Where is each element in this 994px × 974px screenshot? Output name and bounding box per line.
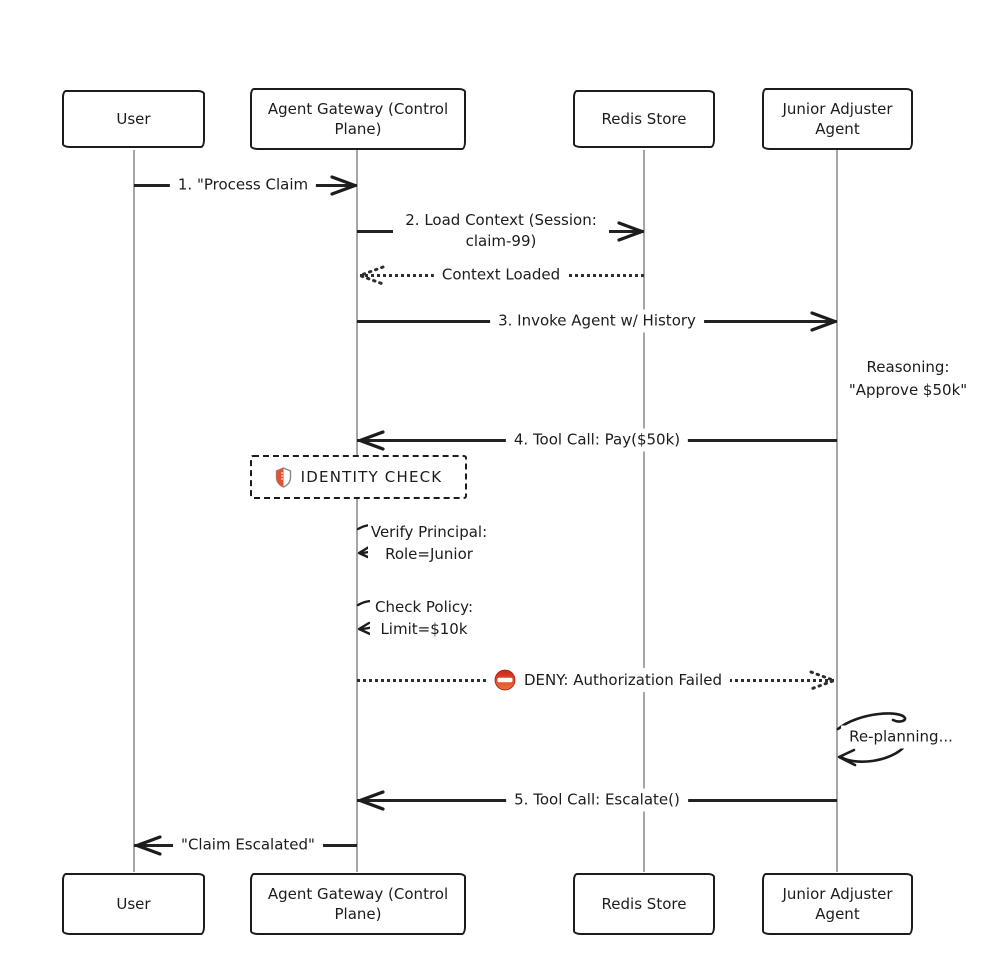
actor-label: Agent Gateway (Control Plane)	[267, 884, 449, 923]
arrowhead-left-icon	[357, 430, 387, 451]
actor-label: Agent Gateway (Control Plane)	[267, 99, 449, 138]
actor-label: Junior Adjuster Agent	[782, 99, 893, 138]
actor-label: User	[116, 109, 151, 128]
lifeline-redis	[643, 150, 645, 872]
note-reasoning: Reasoning: "Approve $50k"	[848, 358, 968, 399]
actor-user-top: User	[62, 90, 205, 148]
arrowhead-right-icon	[615, 221, 645, 242]
identity-check-label: IDENTITY CHECK	[300, 468, 443, 486]
actor-user-bottom: User	[62, 873, 205, 935]
actor-label: Redis Store	[601, 109, 687, 128]
actor-redis-top: Redis Store	[573, 90, 715, 148]
actor-junior-bottom: Junior Adjuster Agent	[762, 873, 913, 935]
arrowhead-left-icon	[134, 835, 164, 856]
message-tool-call-escalate: 5. Tool Call: Escalate()	[506, 788, 688, 812]
arrowhead-right-icon	[328, 175, 358, 196]
note-replanning: Re-planning...	[841, 725, 961, 749]
lifeline-junior	[836, 150, 838, 872]
message-deny: DENY: Authorization Failed	[485, 668, 731, 692]
message-context-loaded: Context Loaded	[433, 263, 569, 287]
arrowhead-right-icon	[808, 311, 838, 332]
message-claim-escalated: "Claim Escalated"	[173, 833, 323, 857]
no-entry-icon	[494, 669, 516, 691]
lifeline-user	[133, 150, 135, 872]
message-invoke-agent: 3. Invoke Agent w/ History	[490, 309, 704, 333]
actor-gateway-bottom: Agent Gateway (Control Plane)	[250, 873, 466, 935]
arrowhead-right-open-icon	[807, 670, 837, 691]
actor-label: Redis Store	[601, 894, 687, 913]
note-verify-principal: Verify Principal: Role=Junior	[368, 522, 490, 566]
self-loop-arrow-icon	[835, 710, 927, 768]
message-tool-call-pay: 4. Tool Call: Pay($50k)	[505, 428, 689, 452]
arrowhead-left-icon	[357, 790, 387, 811]
actor-label: User	[116, 894, 151, 913]
actor-gateway-top: Agent Gateway (Control Plane)	[250, 88, 466, 150]
note-check-policy: Check Policy: Limit=$10k	[370, 597, 478, 641]
lifeline-gateway	[356, 150, 358, 872]
deny-label-text: DENY: Authorization Failed	[523, 671, 723, 689]
identity-check-box: IDENTITY CHECK	[250, 455, 467, 499]
actor-junior-top: Junior Adjuster Agent	[762, 88, 913, 150]
message-process-claim: 1. "Process Claim	[169, 173, 317, 197]
actor-label: Junior Adjuster Agent	[782, 884, 893, 923]
actor-redis-bottom: Redis Store	[573, 873, 715, 935]
shield-icon	[275, 466, 292, 488]
arrowhead-left-open-icon	[357, 265, 387, 286]
message-load-context: 2. Load Context (Session: claim-99)	[393, 209, 609, 253]
